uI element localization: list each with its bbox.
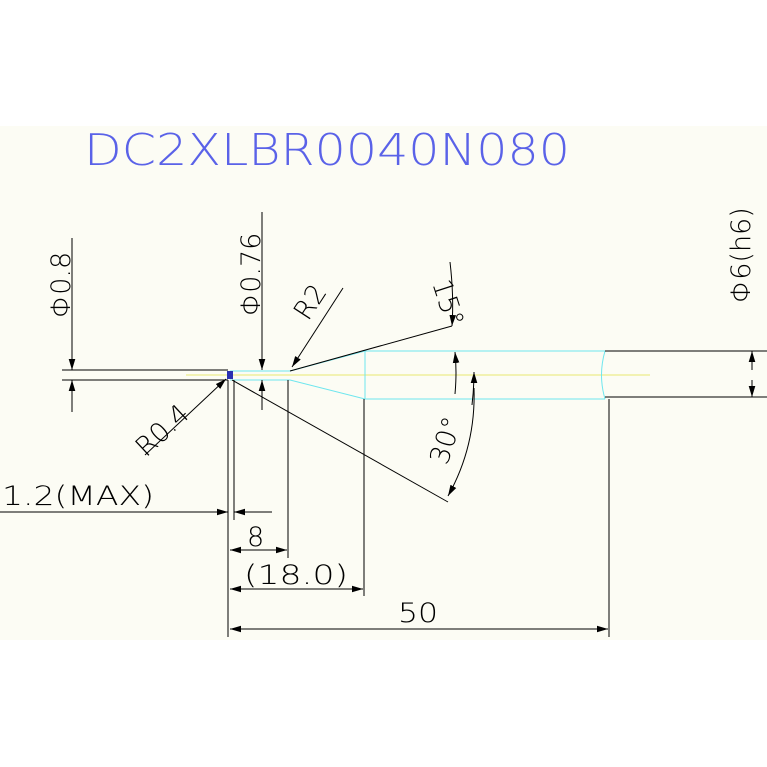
neck-diameter-label: Φ0.76 — [236, 233, 267, 316]
neck-length-label: (18.0) — [244, 560, 348, 591]
extension-lines — [227, 380, 610, 637]
shank-outline — [605, 350, 767, 398]
overall-length-label: 50 — [398, 598, 438, 629]
r04-leader — [144, 378, 227, 456]
r2-leader — [291, 287, 344, 368]
taper-angle-dimension — [289, 261, 460, 395]
tool-tip — [227, 371, 233, 379]
tip-diameter-label: Φ0.8 — [46, 252, 77, 318]
part-number-title: DC2XLBR0040N080 — [84, 125, 570, 176]
shank-diameter-label: Φ6(h6) — [726, 207, 757, 303]
tip-diameter-extension — [62, 369, 228, 381]
drawing-background — [0, 126, 767, 640]
included-angle-dimension — [231, 371, 478, 503]
cut-length-label: 1.2(MAX) — [2, 481, 154, 512]
effective-length-label: 8 — [247, 522, 264, 553]
